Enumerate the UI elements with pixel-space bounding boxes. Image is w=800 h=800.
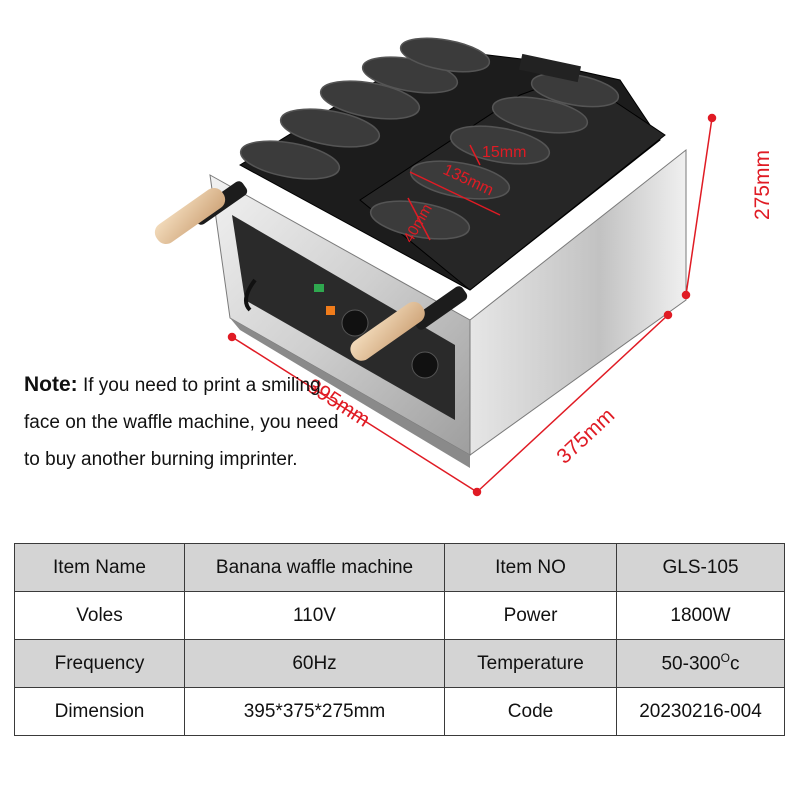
spec-value: GLS-105 — [616, 543, 785, 592]
spec-label: Temperature — [444, 639, 617, 688]
specification-table: Item Name Banana waffle machine Item NO … — [14, 543, 785, 736]
spec-label: Item Name — [14, 543, 185, 592]
spec-value: 1800W — [616, 591, 785, 640]
table-row: Dimension 395*375*275mm Code 20230216-00… — [14, 687, 785, 736]
table-row: Item Name Banana waffle machine Item NO … — [14, 543, 785, 592]
spec-label: Frequency — [14, 639, 185, 688]
spec-label: Voles — [14, 591, 185, 640]
handle-right — [350, 301, 425, 361]
temperature-range: 50-300 — [661, 653, 721, 675]
table-row: Frequency 60Hz Temperature 50-300Oc — [14, 639, 785, 688]
spec-value: 395*375*275mm — [184, 687, 445, 736]
thermostat-knob-left — [341, 309, 369, 337]
spec-label: Dimension — [14, 687, 185, 736]
note-heading: Note: — [24, 373, 78, 396]
hinge — [518, 53, 582, 83]
machine-body — [209, 148, 687, 468]
dimension-lines — [227, 113, 717, 497]
note-text: If you need to print a smiling face on t… — [24, 375, 339, 470]
temperature-unit: c — [730, 653, 740, 675]
thermostat-knob-right — [411, 351, 439, 379]
spec-value: Banana waffle machine — [184, 543, 445, 592]
power-indicator-green — [314, 284, 324, 292]
power-indicator-orange — [326, 306, 335, 315]
purchase-note: Note: If you need to print a smiling fac… — [24, 366, 354, 478]
handle-left — [154, 187, 226, 245]
spec-value: 60Hz — [184, 639, 445, 688]
table-row: Voles 110V Power 1800W — [14, 591, 785, 640]
dimension-height-label: 275mm — [751, 150, 774, 220]
baking-plates — [239, 37, 666, 291]
spec-value: 50-300Oc — [616, 639, 785, 688]
spec-label: Item NO — [444, 543, 617, 592]
spec-value: 20230216-004 — [616, 687, 785, 736]
degree-symbol: O — [720, 651, 730, 666]
wooden-handles — [154, 181, 468, 361]
mold-depth-label: 15mm — [482, 144, 526, 161]
power-cord — [244, 278, 257, 312]
waffle-machine-illustration: 395mm 375mm 275mm 15mm 135mm 40mm — [154, 37, 774, 497]
spec-value: 110V — [184, 591, 445, 640]
spec-label: Code — [444, 687, 617, 736]
spec-label: Power — [444, 591, 617, 640]
